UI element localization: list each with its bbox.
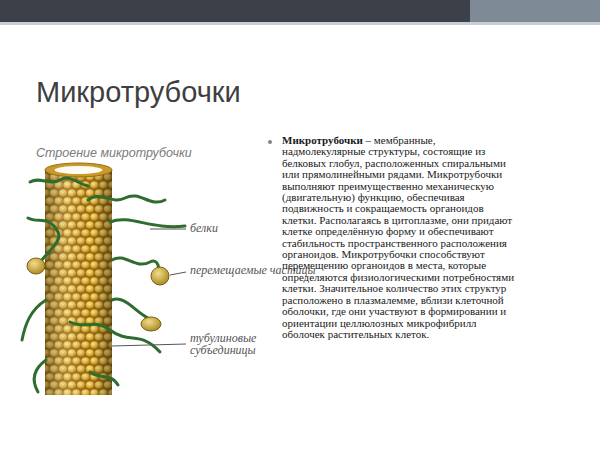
paragraph-text: – мембранные, надмолекулярные структуры,…	[282, 134, 514, 340]
cylinder-lumen	[55, 166, 103, 174]
moved-particle	[27, 258, 45, 274]
protein-strands	[22, 178, 185, 392]
bullet	[268, 140, 272, 144]
cylinder-top	[45, 163, 112, 177]
figure-caption: Строение микротрубочки	[36, 146, 192, 160]
moved-particle	[141, 317, 161, 331]
tubulin-cylinder	[45, 170, 112, 395]
body-paragraph: Микротрубочки – мембранные, надмолекуляр…	[282, 135, 518, 340]
slide-title: Микротрубочки	[36, 76, 241, 109]
top-bar-accent	[470, 0, 600, 22]
leader-lines	[112, 229, 186, 346]
cylinder-shading	[45, 170, 112, 395]
moved-particle	[151, 267, 169, 285]
bold-term: Микротрубочки	[282, 134, 363, 146]
top-bar-line	[0, 22, 600, 25]
